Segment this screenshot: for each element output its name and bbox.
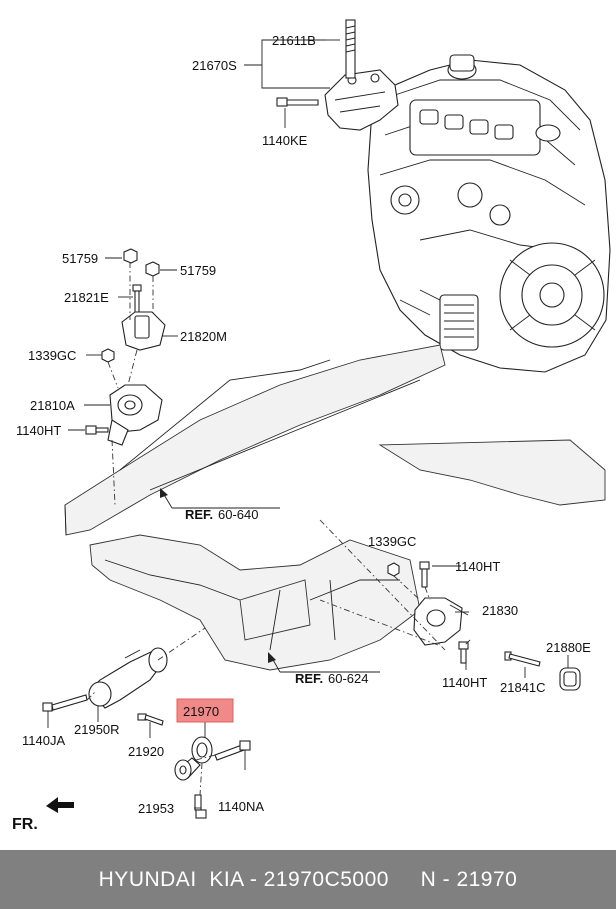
nut-51759-right bbox=[145, 261, 160, 277]
bolt-1140JA bbox=[42, 694, 88, 712]
exploded-parts-diagram: 21611B 21670S 1140KE 51759 51759 21821E … bbox=[12, 19, 611, 833]
label-1140JA: 1140JA bbox=[22, 733, 65, 748]
label-1140NA: 1140NA bbox=[218, 799, 264, 814]
bracket-21950R bbox=[88, 647, 168, 709]
crossmember-lower bbox=[89, 534, 421, 671]
part-labels: 21611B 21670S 1140KE 51759 51759 21821E … bbox=[12, 33, 591, 833]
label-51759-a: 51759 bbox=[62, 251, 98, 266]
label-ref-60-640: 60-640 bbox=[218, 507, 258, 522]
nut-51759-left bbox=[123, 248, 138, 264]
bolt-21920 bbox=[137, 713, 164, 726]
label-21970: 21970 bbox=[183, 704, 219, 719]
label-1140KE: 1140KE bbox=[262, 133, 308, 148]
label-21830: 21830 bbox=[482, 603, 518, 618]
label-1339GC-left: 1339GC bbox=[28, 348, 76, 363]
mount-21810A bbox=[107, 384, 163, 446]
label-1140HT-right-top: 1140HT bbox=[455, 559, 500, 574]
label-21810A: 21810A bbox=[30, 398, 75, 413]
leader-lines bbox=[47, 39, 569, 809]
nut-1339GC-right bbox=[387, 562, 400, 577]
label-21820M: 21820M bbox=[180, 329, 227, 344]
label-21611B: 21611B bbox=[272, 33, 316, 48]
label-21880E: 21880E bbox=[546, 640, 591, 655]
crossmember-upper bbox=[64, 344, 606, 536]
ref-arrow-60-640 bbox=[160, 488, 280, 509]
label-21950R: 21950R bbox=[74, 722, 120, 737]
bolt-1140KE bbox=[276, 97, 319, 107]
bracket-21820M bbox=[121, 311, 166, 351]
mount-21830 bbox=[413, 597, 469, 646]
nut-1339GC-left bbox=[101, 348, 115, 363]
label-1140HT-left: 1140HT bbox=[16, 423, 61, 438]
washer-21880E bbox=[559, 667, 581, 691]
bolt-21841C bbox=[504, 651, 541, 667]
bolt-1140HT-right-bottom bbox=[458, 641, 469, 664]
highlight-box-21970 bbox=[176, 698, 234, 723]
label-21821E: 21821E bbox=[64, 290, 109, 305]
label-21841C: 21841C bbox=[500, 680, 546, 695]
assembly-dash-lines bbox=[86, 262, 471, 796]
bolt-1140HT-right-top bbox=[419, 561, 430, 588]
label-51759-b: 51759 bbox=[180, 263, 216, 278]
footer-text: HYUNDAI KIA - 21970C5000 N - 21970 bbox=[98, 867, 518, 891]
front-direction-arrow bbox=[46, 797, 74, 813]
label-ref-60-624-prefix: REF. bbox=[295, 671, 323, 686]
ref-arrow-60-624 bbox=[268, 652, 380, 673]
part-number-footer: HYUNDAI KIA - 21970C5000 N - 21970 bbox=[0, 850, 616, 909]
label-1339GC-right: 1339GC bbox=[368, 534, 416, 549]
engine-illustration bbox=[367, 54, 611, 373]
label-ref-60-640-prefix: REF. bbox=[185, 507, 213, 522]
bolt-21953 bbox=[174, 759, 207, 819]
label-ref-60-624: 60-624 bbox=[328, 671, 368, 686]
label-21920: 21920 bbox=[128, 744, 164, 759]
label-front: FR. bbox=[12, 816, 38, 833]
label-21670S: 21670S bbox=[192, 58, 237, 73]
bracket-21670S bbox=[324, 19, 399, 131]
bolt-1140HT-left bbox=[85, 425, 109, 435]
label-1140HT-right-bottom: 1140HT bbox=[442, 675, 487, 690]
label-21953: 21953 bbox=[138, 801, 174, 816]
